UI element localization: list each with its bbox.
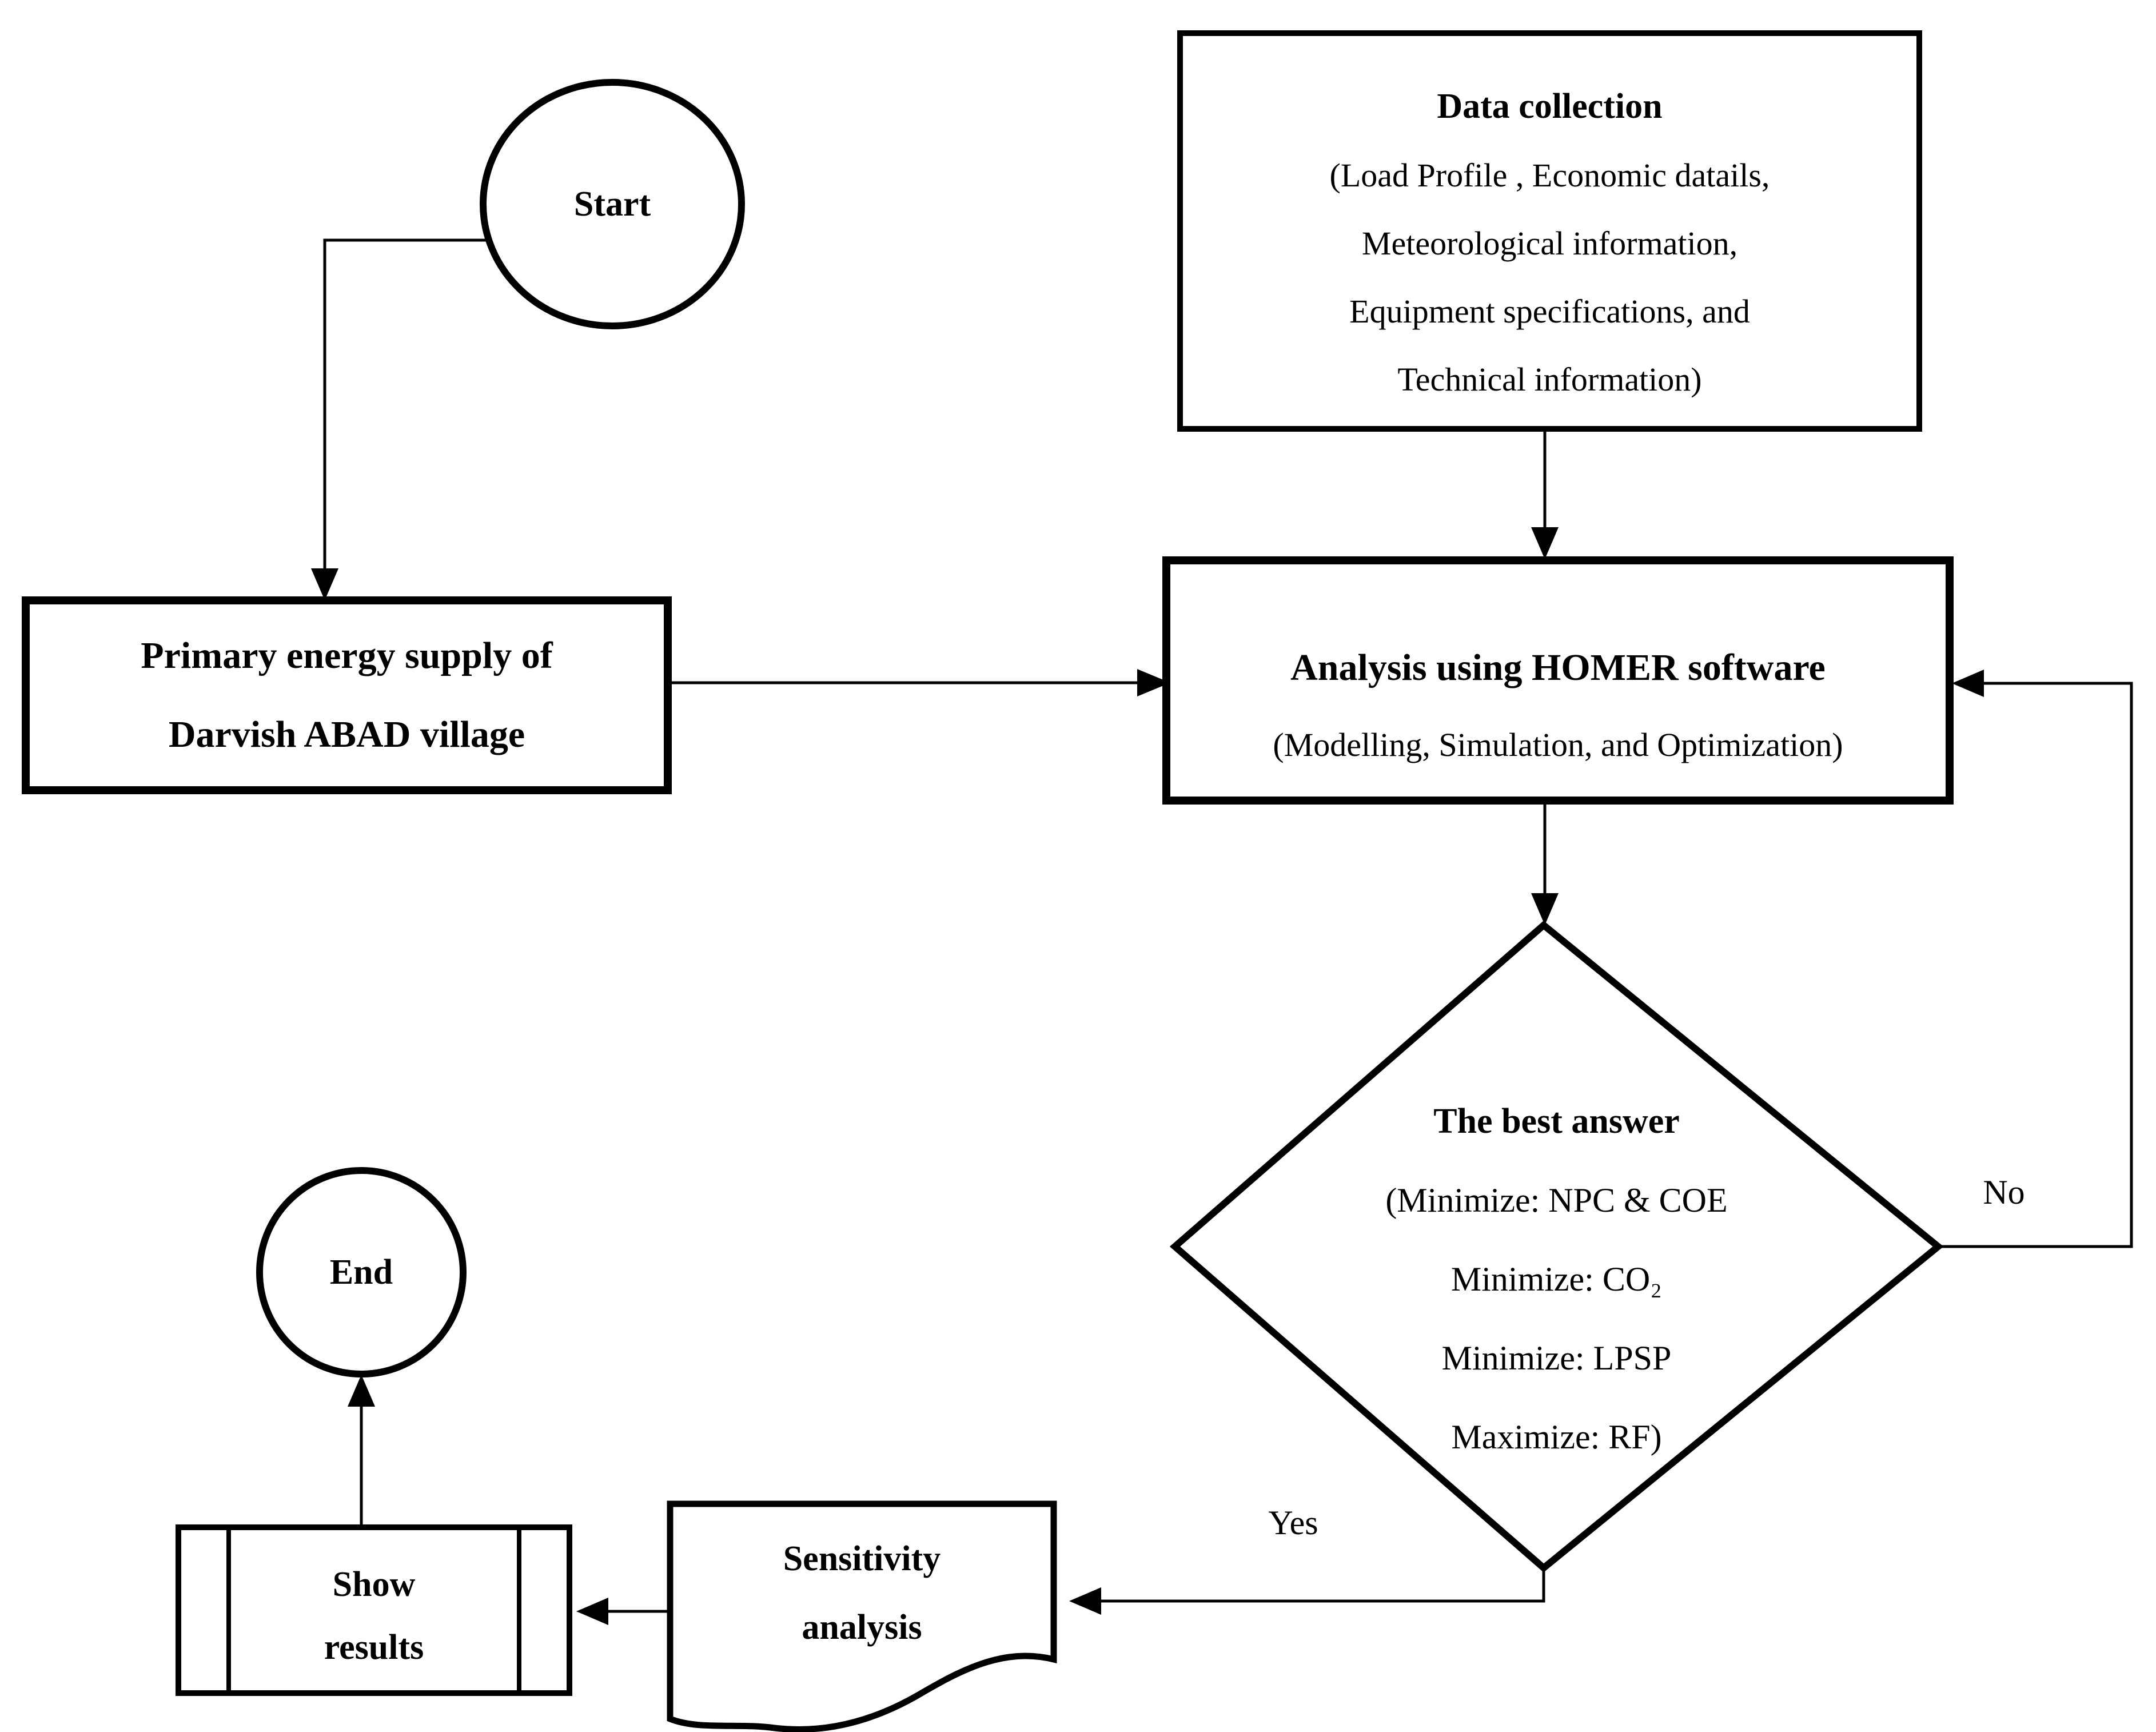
arrow-primary-to-homer [668, 669, 1170, 696]
sensitivity-line: analysis [802, 1608, 922, 1647]
sensitivity-document-shape [667, 1500, 1057, 1732]
arrow-sensitivity-to-show-results [576, 1598, 670, 1625]
data-collection-line: Technical information) [1397, 361, 1702, 398]
decision-line: Minimize: CO₂ [1450, 1260, 1663, 1298]
arrow-show-results-to-end [348, 1375, 375, 1527]
show-results-line: Show [332, 1565, 416, 1604]
data-collection-line: Meteorological information, [1361, 225, 1738, 262]
show-results-shape [176, 1524, 572, 1696]
decision-line: Minimize: LPSP [1441, 1339, 1672, 1377]
data-collection-line: (Load Profile , Economic datails, [1329, 157, 1770, 194]
show-results-node-label: Show results [178, 1553, 569, 1679]
primary-energy-node-label: Primary energy supply of Darvish ABAD vi… [26, 600, 668, 790]
primary-energy-box [22, 596, 672, 794]
edge-label-no: No [1983, 1173, 2025, 1211]
data-collection-title: Data collection [1437, 87, 1663, 126]
arrow-homer-to-decision [1531, 801, 1559, 925]
decision-title: The best answer [1433, 1102, 1680, 1141]
data-collection-node-label: Data collection (Load Profile , Economic… [1180, 33, 1919, 429]
start-terminator-shape [480, 79, 745, 329]
homer-analysis-subtitle: (Modelling, Simulation, and Optimization… [1273, 726, 1843, 763]
homer-analysis-title: Analysis using HOMER software [1290, 647, 1826, 688]
decision-line: Maximize: RF) [1451, 1418, 1662, 1456]
arrow-decision-no-to-homer [1938, 670, 2133, 1248]
homer-analysis-node-label: Analysis using HOMER software (Modelling… [1166, 560, 1950, 801]
primary-energy-line: Darvish ABAD village [168, 714, 525, 755]
sensitivity-node-label: Sensitivity analysis [670, 1524, 1054, 1662]
show-results-line: results [324, 1628, 424, 1667]
data-collection-line: Equipment specifications, and [1349, 293, 1750, 330]
decision-line: (Minimize: NPC & COE [1385, 1181, 1728, 1219]
end-node-label: End [329, 1253, 393, 1292]
decision-node-label: The best answer (Minimize: NPC & COE Min… [1175, 1082, 1938, 1476]
end-terminator-shape [256, 1167, 467, 1377]
homer-analysis-box [1162, 556, 1954, 805]
data-collection-box [1177, 30, 1922, 432]
edge-label-yes: Yes [1268, 1504, 1318, 1542]
arrow-decision-yes-to-sensitivity [1069, 1568, 1545, 1615]
start-node-label: Start [573, 185, 651, 224]
primary-energy-line: Primary energy supply of [141, 635, 553, 676]
sensitivity-line: Sensitivity [783, 1539, 941, 1578]
arrow-start-to-primary [311, 238, 489, 600]
arrow-data-to-homer [1531, 430, 1559, 559]
